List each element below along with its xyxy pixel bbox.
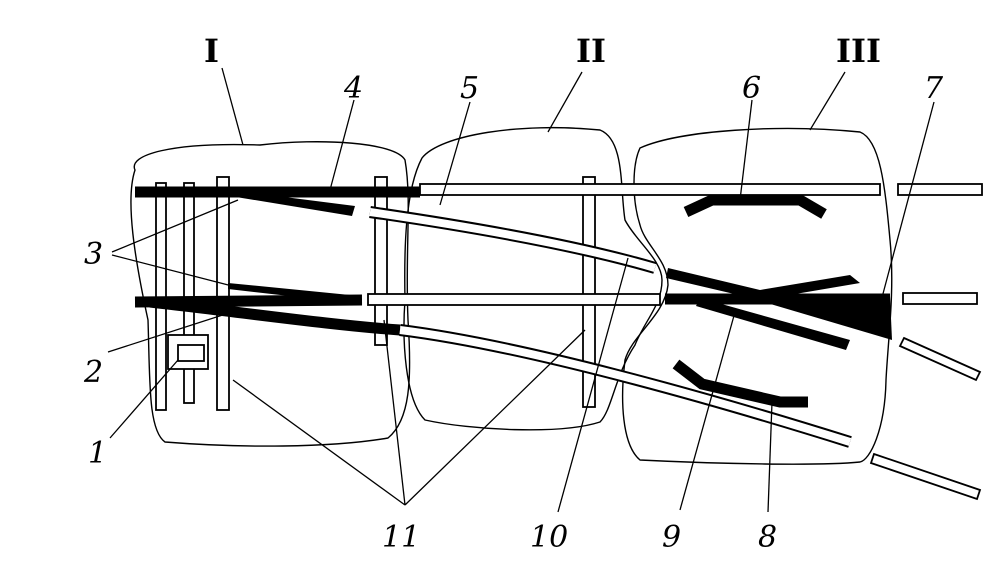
leader-zone-iii: [809, 71, 846, 131]
leader-zone-i: [221, 67, 244, 146]
callout-9: 9: [662, 520, 681, 555]
leader-3b: [111, 254, 237, 288]
stop-block: [177, 344, 205, 362]
leader-10: [557, 257, 629, 513]
leader-11c: [404, 329, 586, 506]
switch-point-upper: [230, 190, 355, 216]
tie: [374, 176, 388, 346]
leader-11b: [383, 319, 406, 506]
frog-nose: [740, 295, 892, 340]
zone-label-i: I: [204, 32, 219, 70]
leader-2: [107, 311, 233, 353]
callout-3: 3: [84, 237, 103, 272]
callout-6: 6: [742, 71, 761, 106]
main-rail-upper: [419, 183, 881, 196]
tie: [183, 182, 195, 404]
leader-zone-ii: [547, 71, 583, 133]
callout-1: 1: [88, 436, 107, 471]
leader-1: [109, 359, 179, 439]
zone-i-outline: [130, 141, 411, 447]
tie: [582, 176, 596, 408]
callout-7: 7: [924, 71, 944, 106]
callout-8: 8: [758, 520, 777, 555]
main-rail-lower-end: [902, 292, 978, 305]
main-rail-lower: [367, 293, 661, 306]
closure-rail-curved-inner: [399, 326, 852, 446]
wing-rail: [666, 268, 860, 300]
check-rail-lower: [672, 359, 808, 408]
closure-rail-black: [149, 296, 401, 336]
leader-8: [767, 401, 773, 513]
callout-11: 11: [382, 520, 420, 555]
callout-4: 4: [343, 71, 363, 106]
check-rail-upper: [683, 194, 827, 219]
leader-7: [879, 101, 935, 306]
callout-2: 2: [83, 355, 103, 390]
zone-label-iii: III: [836, 32, 881, 70]
frog-diagonal: [696, 298, 850, 350]
leader-5: [439, 101, 471, 206]
switch-point-lower: [228, 283, 360, 304]
leader-11a: [232, 379, 406, 506]
zone-iii-outline: [621, 127, 893, 465]
zone-label-ii: II: [576, 32, 606, 70]
exit-rail-lower: [869, 452, 982, 501]
callout-5: 5: [460, 71, 479, 106]
leader-6: [739, 99, 753, 201]
leader-4: [329, 99, 355, 191]
diverging-rail-upper-inner: [369, 208, 657, 272]
leader-3a: [111, 199, 239, 253]
exit-rail-upper: [898, 336, 982, 382]
main-rail-upper-end: [897, 183, 983, 196]
callout-10: 10: [530, 520, 568, 555]
leader-9: [679, 311, 736, 511]
tie: [216, 176, 230, 411]
